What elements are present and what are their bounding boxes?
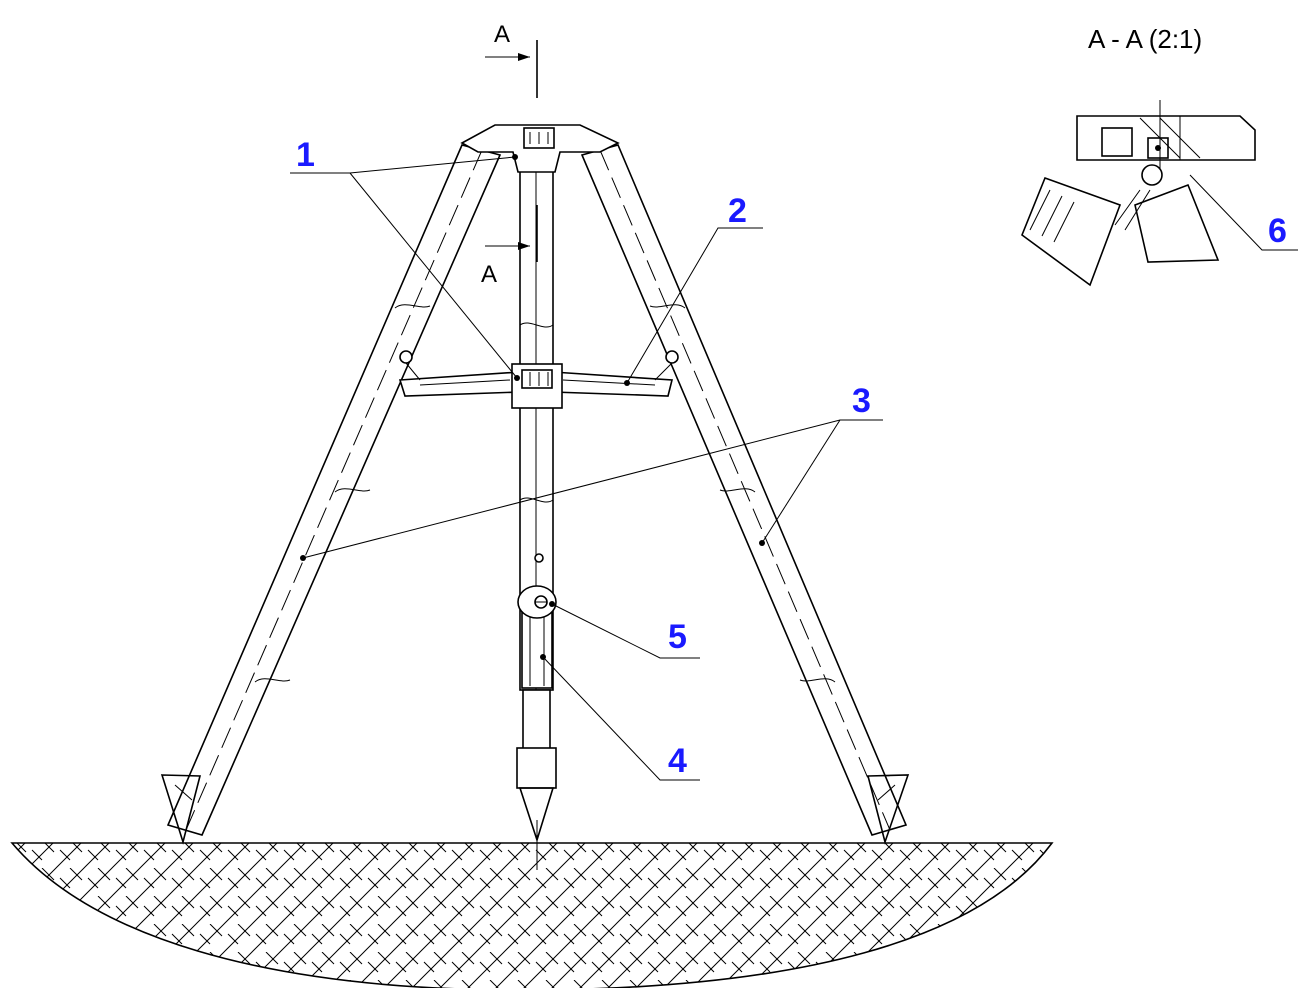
- callout-3: 3: [852, 382, 871, 420]
- tripod-head: [460, 40, 620, 173]
- section-view: A - A (2:1): [1021, 24, 1256, 287]
- callouts: 1 2 3 5 4 6: [296, 136, 1287, 780]
- callout-4: 4: [668, 742, 687, 780]
- section-view-title: A - A (2:1): [1088, 24, 1202, 54]
- section-marker-bottom: A: [481, 261, 497, 288]
- ground-section: [10, 842, 1054, 988]
- callout-1: 1: [296, 136, 315, 174]
- callout-6: 6: [1268, 212, 1287, 250]
- left-leg: [160, 144, 502, 845]
- callout-5: 5: [668, 618, 687, 656]
- leg-extension: [521, 609, 553, 689]
- spreader: [398, 205, 679, 409]
- leader-lines: [290, 154, 1298, 781]
- section-arrows: A A: [481, 21, 530, 288]
- right-leg: [580, 144, 910, 845]
- section-marker-top: A: [494, 21, 510, 48]
- center-column: [516, 169, 557, 870]
- callout-2: 2: [728, 192, 747, 230]
- clamp-knob: [517, 553, 557, 619]
